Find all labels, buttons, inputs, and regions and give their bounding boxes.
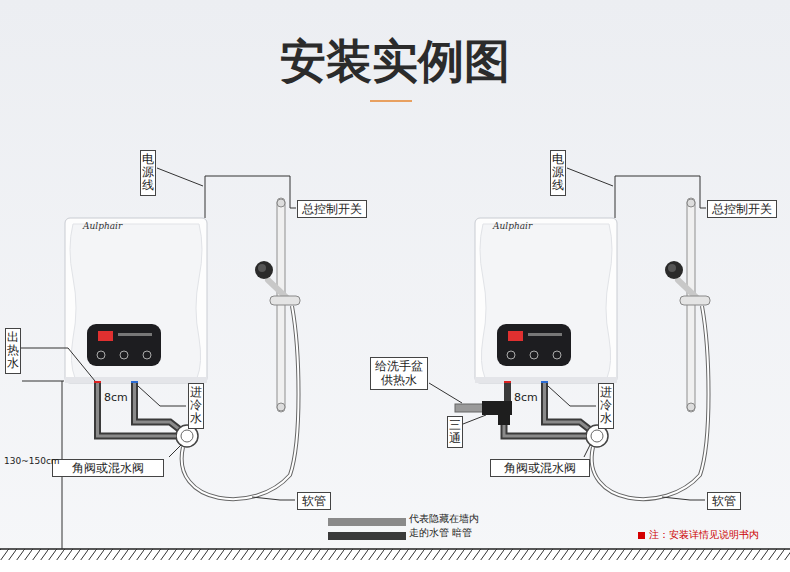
callout-text: 电源线 bbox=[552, 153, 564, 193]
leader-line bbox=[169, 445, 181, 457]
hot-pipe bbox=[98, 383, 177, 436]
dimension-label: 8cm bbox=[514, 391, 538, 404]
leader-line bbox=[21, 348, 95, 381]
callout-box: 三通 bbox=[447, 416, 463, 448]
floor-line bbox=[0, 548, 790, 550]
callout-box: 进冷水 bbox=[188, 383, 204, 429]
leader-line bbox=[584, 445, 590, 457]
callout-text: 电源线 bbox=[142, 153, 154, 193]
callout-text: 软管 bbox=[712, 494, 736, 508]
title-underline bbox=[370, 100, 412, 102]
callout-box: 总控制开关 bbox=[297, 200, 367, 218]
hot-pipe-core bbox=[98, 383, 177, 436]
hot-pipe bbox=[504, 424, 586, 436]
dimension-label: 8cm bbox=[104, 391, 128, 404]
callout-box: 总控制开关 bbox=[707, 200, 777, 218]
callout-text: 进冷水 bbox=[190, 386, 202, 426]
legend-text: 代表隐藏在墙内 bbox=[409, 513, 479, 525]
tee-fitting bbox=[482, 401, 512, 415]
callout-box: 软管 bbox=[297, 492, 331, 510]
installation-right bbox=[475, 168, 710, 500]
callout-text: 软管 bbox=[302, 494, 326, 508]
callout-box: 出热水 bbox=[5, 328, 21, 374]
brand-logo: Aulphair bbox=[493, 221, 532, 232]
legend-swatch bbox=[328, 518, 406, 526]
callout-box: 软管 bbox=[707, 492, 741, 510]
callout-text: 总控制开关 bbox=[302, 202, 362, 216]
brand-logo: Aulphair bbox=[83, 221, 122, 232]
note-marker bbox=[638, 532, 645, 539]
callout-box: 角阀或混水阀 bbox=[52, 459, 164, 477]
tee-stem bbox=[498, 414, 510, 425]
leader-line bbox=[463, 415, 486, 424]
callout-text: 出热水 bbox=[7, 331, 19, 371]
callout-text: 给洗手盆供热水 bbox=[375, 359, 423, 388]
note-text: 注：安装详情见说明书内 bbox=[649, 529, 759, 541]
floor-hatch bbox=[0, 549, 790, 560]
callout-text: 角阀或混水阀 bbox=[57, 461, 159, 475]
callout-box: 角阀或混水阀 bbox=[490, 459, 590, 477]
callout-box: 电源线 bbox=[550, 150, 566, 196]
hot-pipe bbox=[504, 383, 511, 402]
callout-text: 总控制开关 bbox=[712, 202, 772, 216]
diagram-title: 安装实例图 bbox=[0, 34, 790, 89]
hot-pipe-core bbox=[504, 424, 586, 436]
leader-line bbox=[429, 383, 462, 403]
callout-text: 角阀或混水阀 bbox=[495, 461, 585, 475]
callout-box: 给洗手盆供热水 bbox=[370, 357, 428, 390]
floor-ground bbox=[0, 549, 790, 572]
callout-text: 进冷水 bbox=[600, 386, 612, 426]
dimension-label: 130~150cm bbox=[4, 456, 60, 467]
legend-text: 走的水管 暗管 bbox=[409, 527, 472, 539]
callout-box: 进冷水 bbox=[598, 383, 614, 429]
installation-left bbox=[65, 168, 300, 500]
callout-box: 电源线 bbox=[140, 150, 156, 196]
legend-swatch bbox=[328, 532, 406, 540]
basin-pipe bbox=[455, 404, 483, 412]
callout-text: 三通 bbox=[449, 419, 461, 445]
